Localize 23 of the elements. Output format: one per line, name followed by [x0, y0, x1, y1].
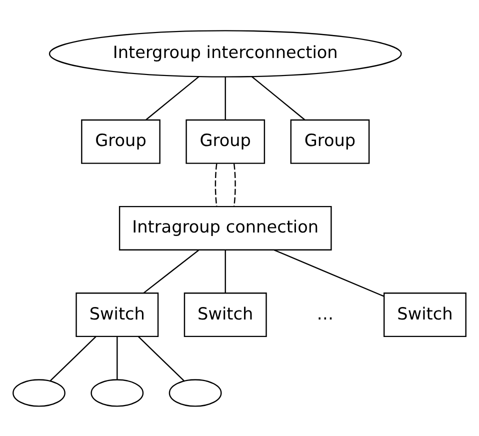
- connector: [138, 336, 184, 381]
- node-box: Switch: [384, 292, 466, 337]
- node-box: Intragroup connection: [118, 205, 332, 250]
- connector: [224, 76, 226, 120]
- connector: [274, 248, 384, 296]
- connector: [146, 76, 200, 120]
- node-box: Group: [81, 118, 160, 164]
- node-ellipse: [90, 378, 144, 406]
- node-box: Group: [186, 118, 266, 164]
- node-ellipse: [12, 378, 66, 406]
- node-box: Switch: [76, 292, 159, 337]
- connector: [233, 163, 236, 206]
- connector: [143, 249, 199, 294]
- node-box: Group: [290, 118, 370, 164]
- node-ellipse: [168, 378, 222, 406]
- connector: [50, 336, 96, 381]
- connector: [224, 250, 226, 293]
- label: …: [316, 302, 334, 323]
- connector: [214, 163, 218, 206]
- node-box: Switch: [184, 292, 267, 337]
- connector: [251, 76, 306, 120]
- node-ellipse: Intergroup interconnection: [48, 30, 402, 77]
- connector: [116, 336, 118, 379]
